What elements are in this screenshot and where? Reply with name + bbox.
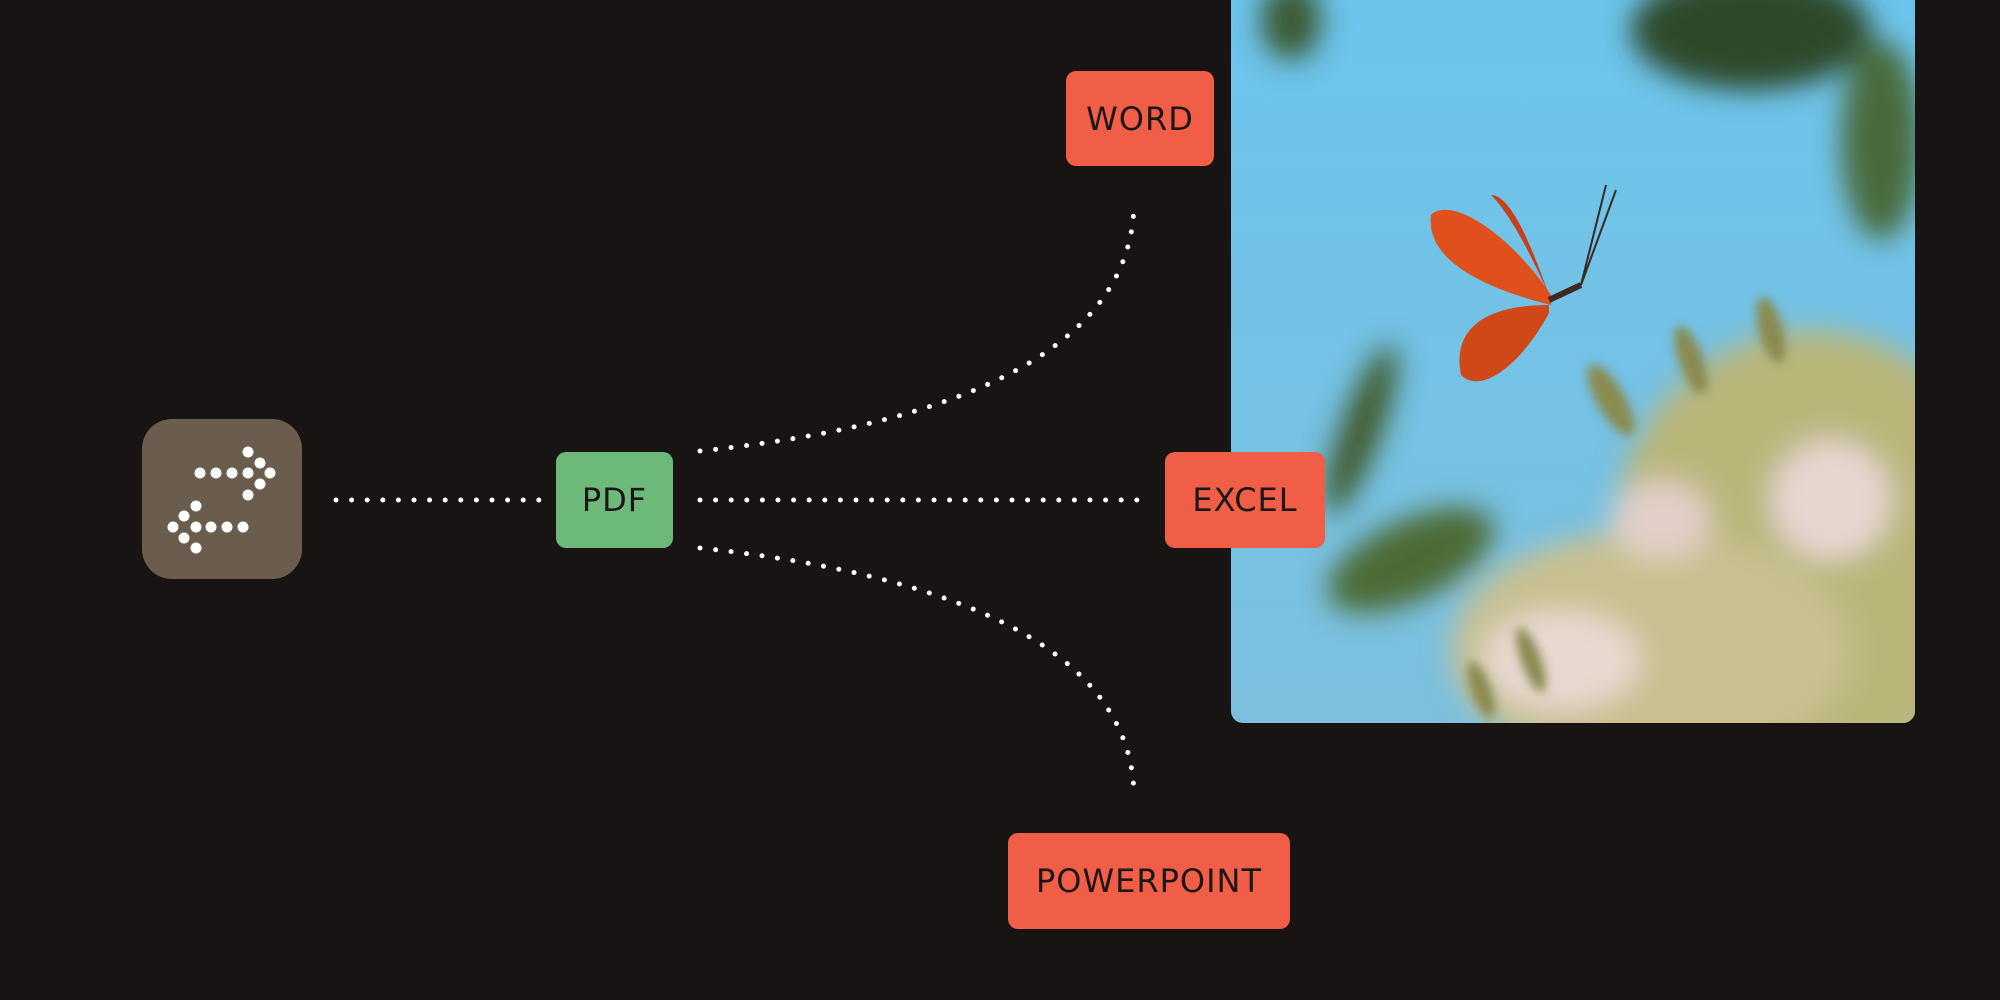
connector-pdf-to-powerpoint (697, 545, 1137, 801)
connector-pdf-to-word (697, 198, 1137, 454)
word-node: WORD (1066, 71, 1214, 166)
butterfly-photo (1231, 0, 1915, 723)
convert-arrows-icon (142, 419, 302, 579)
word-label: WORD (1086, 99, 1194, 138)
excel-node: EXCEL (1165, 452, 1325, 548)
excel-label: EXCEL (1192, 481, 1298, 519)
powerpoint-node: POWERPOINT (1008, 833, 1290, 929)
butterfly (1430, 184, 1617, 382)
pdf-label: PDF (581, 481, 648, 519)
powerpoint-label: POWERPOINT (1036, 862, 1262, 900)
pdf-node: PDF (556, 452, 673, 548)
